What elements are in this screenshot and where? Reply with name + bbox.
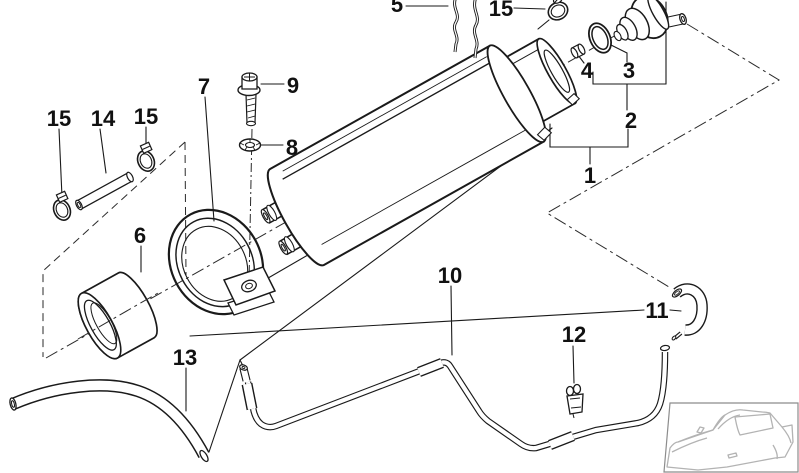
part-label-2[interactable]: 2	[625, 108, 637, 133]
vent-hose	[671, 283, 708, 341]
leader-7	[204, 96, 215, 222]
filter-flange-tab	[536, 126, 553, 142]
part-label-6[interactable]: 6	[134, 223, 146, 248]
pipe-end-collar	[659, 344, 671, 352]
car-sketch	[666, 409, 794, 471]
o-ring	[588, 22, 612, 54]
bolt-axis-line	[248, 128, 253, 284]
pipe-fitting-barb	[239, 364, 251, 382]
group-box-right	[184, 141, 187, 277]
regulator-to-hose-axis	[546, 23, 780, 288]
part-label-11[interactable]: 11	[645, 298, 668, 323]
fuel-filter	[260, 37, 581, 267]
leader-15-top	[513, 7, 546, 10]
leader-11-long	[189, 309, 645, 337]
leader-3	[610, 44, 628, 63]
pipe-to-hose13-line	[208, 359, 241, 453]
part-label-1[interactable]: 1	[584, 163, 596, 188]
filter-flange	[486, 44, 547, 143]
part-label-9[interactable]: 9	[287, 73, 299, 98]
construction-lines	[42, 21, 780, 453]
fuel-hose	[9, 379, 210, 463]
pressure-regulator	[613, 0, 687, 42]
part-label-3[interactable]: 3	[623, 58, 635, 83]
regulator-barb	[667, 13, 687, 28]
bracket-hole	[241, 279, 257, 293]
part-label-4[interactable]: 4	[581, 58, 594, 83]
hose-clamp-left	[52, 190, 72, 221]
group-box-left	[42, 141, 186, 357]
rubber-ring	[77, 271, 158, 360]
hose-clamp-right	[136, 141, 156, 172]
leader-lines	[58, 1, 682, 412]
car-inset	[663, 402, 799, 473]
fuel-feed-pipe	[239, 344, 671, 452]
bracket-3	[592, 71, 667, 85]
part-label-15[interactable]: 15	[134, 104, 158, 129]
bracket-1	[549, 123, 629, 148]
leader-15-left	[58, 128, 63, 198]
filter-body	[266, 44, 546, 267]
bracket-bolt	[237, 72, 261, 127]
car-inset-box	[663, 402, 799, 473]
part-label-12[interactable]: 12	[562, 322, 586, 347]
part-label-7[interactable]: 7	[198, 74, 210, 99]
leader-12	[572, 345, 575, 384]
part-label-5[interactable]: 5	[391, 0, 403, 17]
part-label-15[interactable]: 15	[489, 0, 513, 21]
axis-over-ring	[77, 292, 159, 340]
part-label-14[interactable]: 14	[91, 106, 116, 131]
pipe-clip	[565, 383, 584, 419]
part-label-15[interactable]: 15	[47, 106, 71, 131]
part-label-8[interactable]: 8	[286, 135, 298, 160]
filter-neck-tab	[566, 92, 581, 106]
part-label-10[interactable]: 10	[438, 263, 462, 288]
spring-clips	[452, 0, 479, 59]
leader-11-short	[669, 309, 682, 312]
connecting-hose-group	[52, 141, 156, 221]
lock-washer	[238, 138, 262, 152]
part-labels: 5 15 4 3 2 1 7 9 8 15 14 15 6 13 10 11 12	[47, 0, 669, 370]
leader-14	[99, 128, 107, 174]
part-label-13[interactable]: 13	[173, 345, 197, 370]
filter-bracket-clamp	[167, 208, 277, 316]
leader-clamp-top	[537, 19, 550, 30]
retaining-nut	[570, 43, 586, 59]
hose-clamp-top	[547, 0, 569, 21]
